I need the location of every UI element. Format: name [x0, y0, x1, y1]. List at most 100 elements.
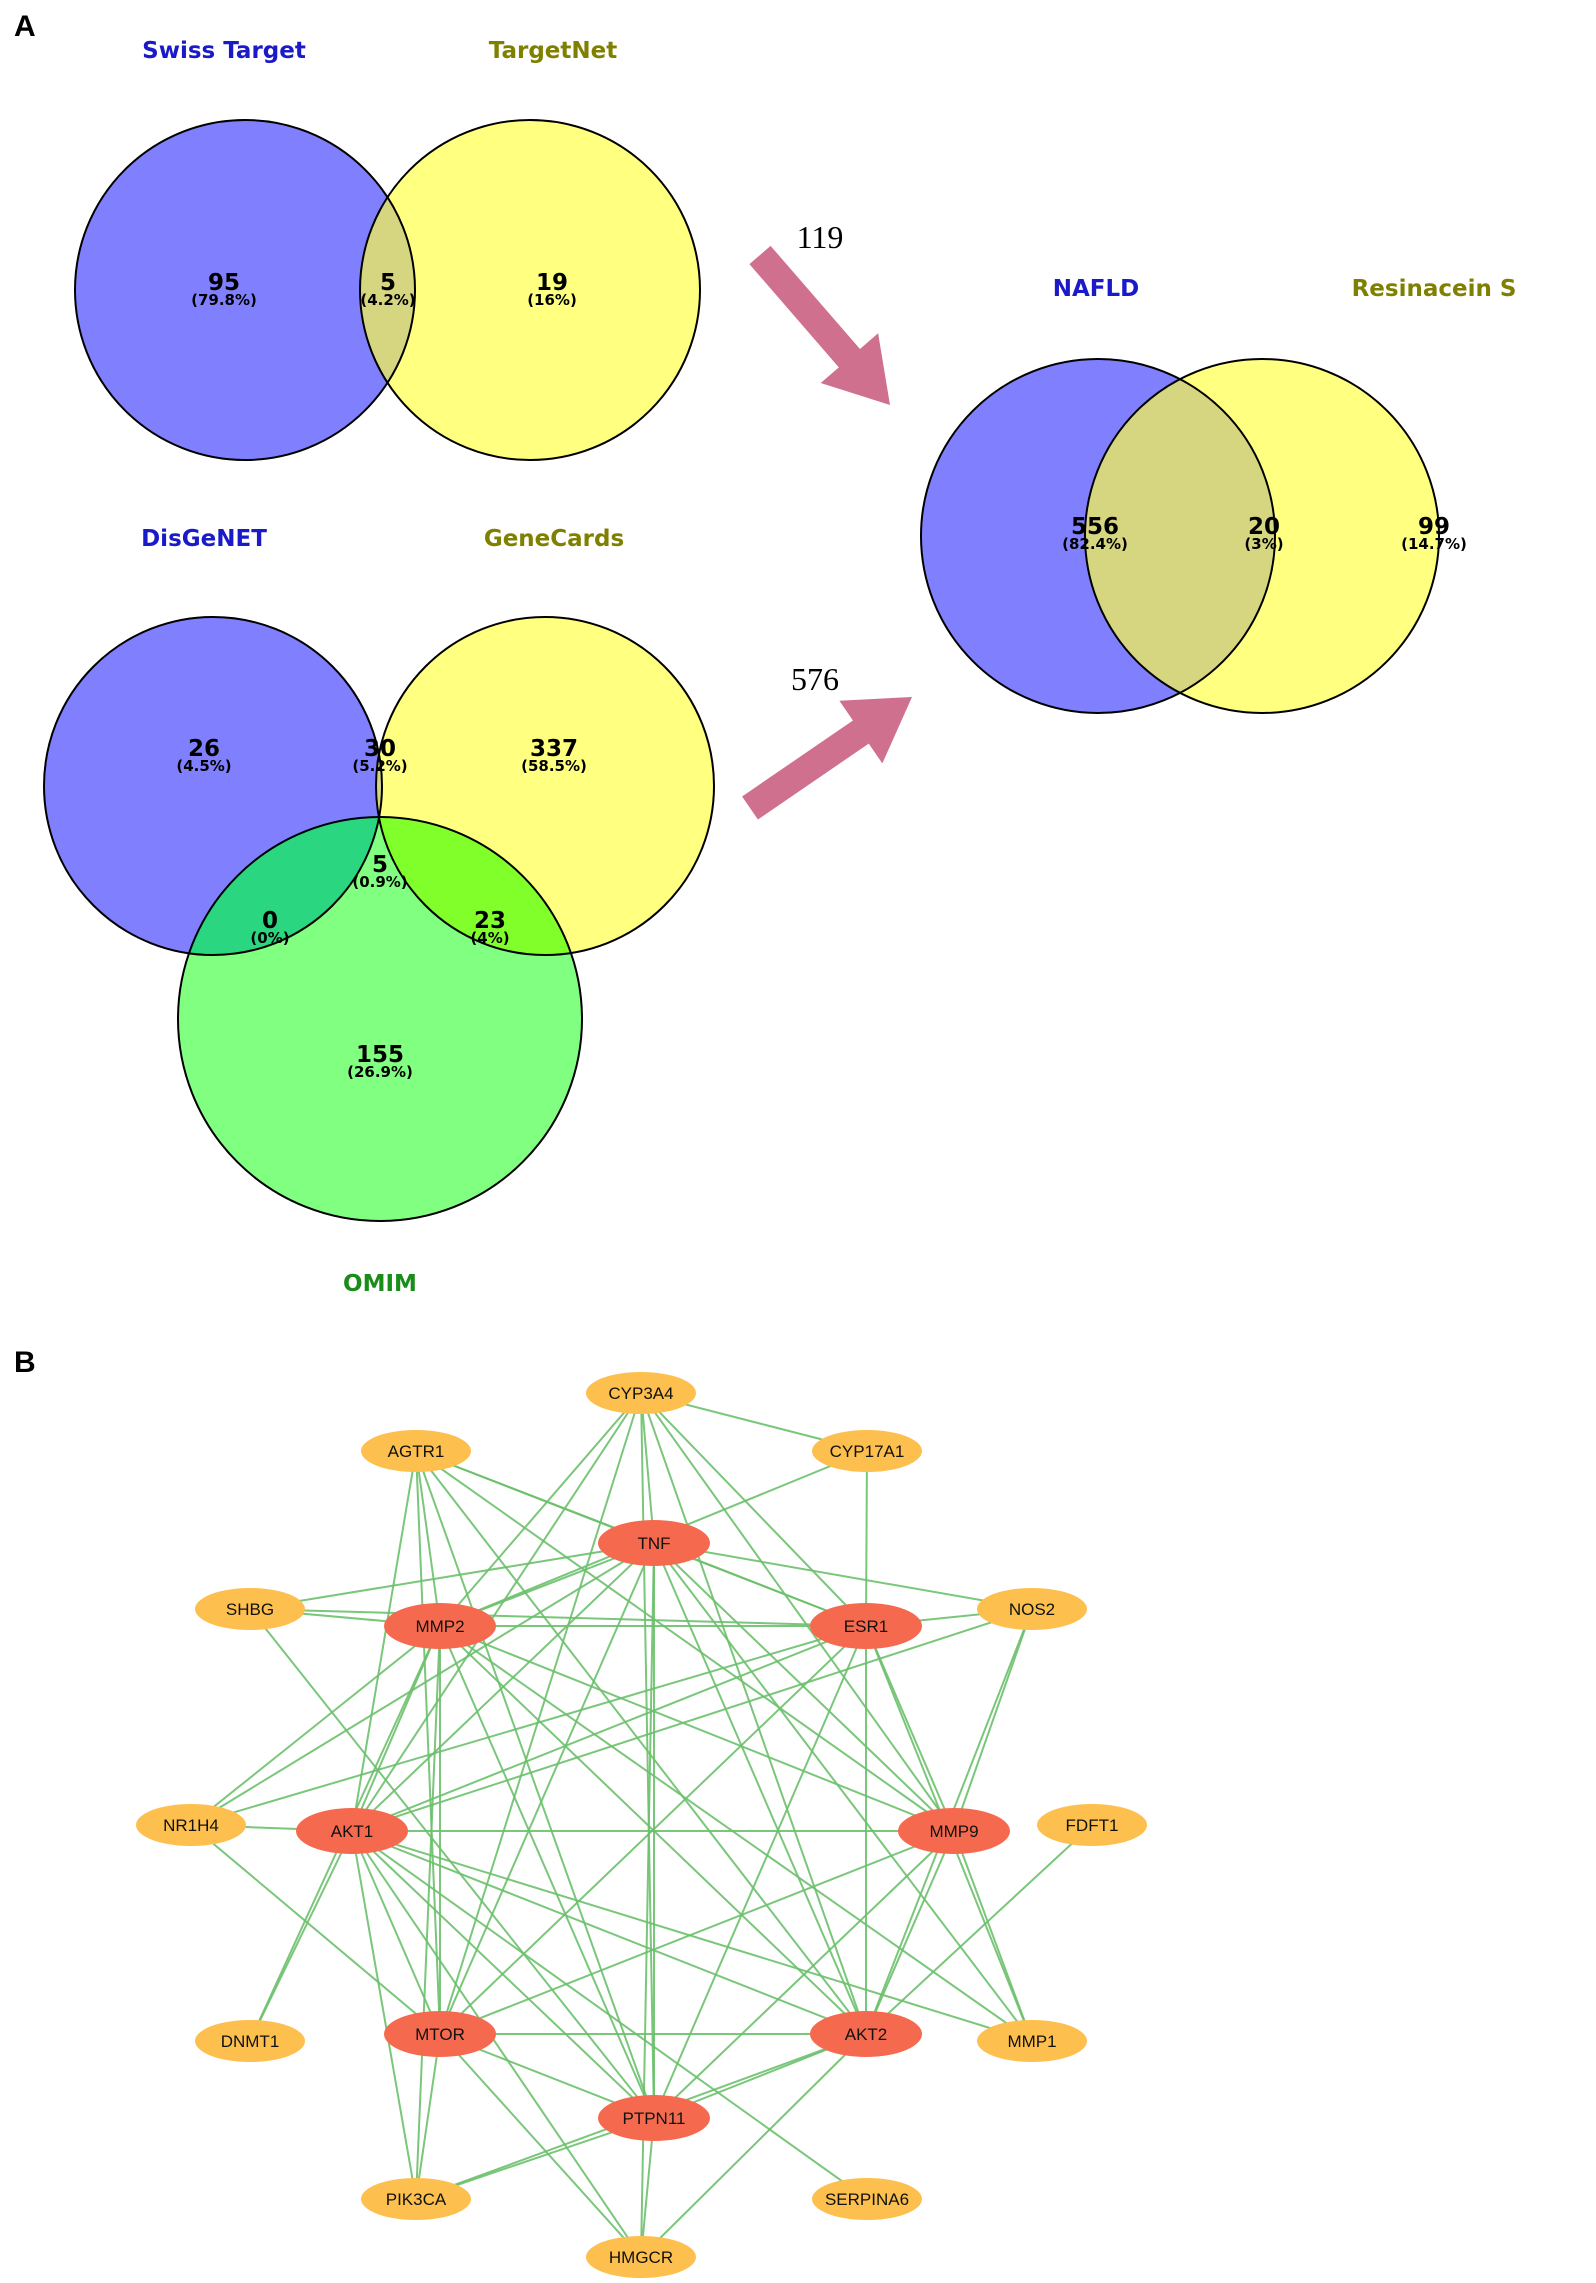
network-edge — [351, 1450, 417, 1832]
network-edge — [439, 1392, 642, 1627]
network-edge — [415, 1450, 867, 2035]
venn3-set-a-title: NAFLD — [1053, 276, 1140, 302]
node-tnf[interactable] — [598, 1520, 710, 1566]
node-pik3ca[interactable] — [361, 2178, 471, 2220]
node-label: TNF — [637, 1534, 670, 1553]
venn1-circle-a — [75, 120, 415, 460]
node-serpina6[interactable] — [812, 2178, 922, 2220]
node-nr1h4[interactable] — [136, 1804, 246, 1846]
node-hmgcr[interactable] — [586, 2236, 696, 2278]
venn2-ac-count: 0 — [262, 908, 278, 934]
venn2-b-only-count: 337 — [530, 736, 578, 762]
network-edge — [640, 1392, 867, 1627]
venn1-set-a-title: Swiss Target — [142, 38, 306, 64]
venn1-set-b-title: TargetNet — [489, 38, 618, 64]
node-nos2[interactable] — [977, 1588, 1087, 1630]
venn2-set-a-title: DisGeNET — [141, 526, 267, 552]
network-edge — [415, 1450, 441, 2035]
venn2-a-only-count: 26 — [188, 736, 220, 762]
network-edge — [640, 1542, 655, 2258]
network-edges — [190, 1392, 1093, 2258]
network-edge — [953, 1608, 1033, 1832]
node-mtor[interactable] — [384, 2011, 496, 2057]
venn2-set-c-title: OMIM — [343, 1271, 417, 1297]
venn3-a-only-count: 556 — [1071, 514, 1119, 540]
network-edge — [439, 1542, 655, 2035]
node-dnmt1[interactable] — [195, 2020, 305, 2062]
network-edge — [653, 1542, 867, 2035]
network-edge — [640, 1392, 655, 2119]
network-edge — [351, 1392, 642, 1832]
network-edge — [415, 2033, 441, 2200]
node-mmp1[interactable] — [977, 2020, 1087, 2062]
network-edge — [351, 1608, 1033, 1832]
arrow-top — [749, 245, 890, 405]
network-edge — [351, 1625, 441, 1832]
venn2-shapes — [43, 616, 715, 1222]
network-edge — [640, 2033, 867, 2258]
venn2-abc-pct: (0.9%) — [352, 873, 407, 891]
network-edge — [351, 1830, 1033, 2042]
node-cyp17a1[interactable] — [812, 1430, 922, 1472]
node-label: FDFT1 — [1066, 1816, 1119, 1835]
network-edge — [249, 1608, 867, 1627]
network-edge — [351, 1625, 867, 1832]
node-label: AKT1 — [331, 1822, 374, 1841]
network-edge — [415, 1450, 955, 1832]
network-edge — [351, 1830, 867, 2035]
venn2-ab-pct: (5.2%) — [352, 757, 407, 775]
node-label: HMGCR — [609, 2248, 673, 2267]
venn2-c-only-count: 155 — [356, 1042, 404, 1068]
node-agtr1[interactable] — [361, 1430, 471, 1472]
network-edge — [640, 1392, 867, 2035]
network-edge — [190, 1625, 441, 1826]
node-label: MMP2 — [415, 1617, 464, 1636]
network-edge — [439, 2033, 642, 2258]
node-label: CYP3A4 — [608, 1384, 673, 1403]
venn2-abc-count: 5 — [372, 852, 388, 878]
network-edge — [351, 1830, 441, 2035]
node-label: MMP1 — [1007, 2032, 1056, 2051]
network-edge — [190, 1625, 867, 1826]
network-edge — [351, 1830, 417, 2200]
panel-a-label: A — [14, 10, 36, 43]
node-label: ESR1 — [844, 1617, 888, 1636]
panel-b-label: B — [14, 1346, 36, 1379]
venn-diagram-2: DisGeNET GeneCards OMIM 26(4.5%)30(5.2%)… — [43, 526, 715, 1297]
venn2-ac-pct: (0%) — [250, 929, 289, 947]
network-edge — [640, 2117, 655, 2258]
network-edge — [653, 1542, 1033, 1610]
network-edge — [439, 1625, 1033, 2042]
node-mmp2[interactable] — [384, 1603, 496, 1649]
arrow-bottom — [742, 697, 912, 820]
node-fdft1[interactable] — [1037, 1804, 1147, 1846]
network-edge — [640, 1392, 955, 1832]
venn1-ab-count: 5 — [380, 270, 396, 296]
node-label: CYP17A1 — [830, 1442, 905, 1461]
arrow-bottom-label: 576 — [791, 661, 839, 697]
node-ptpn11[interactable] — [598, 2095, 710, 2141]
venn3-ab-count: 20 — [1248, 514, 1280, 540]
node-cyp3a4[interactable] — [586, 1372, 696, 1414]
network-edge — [865, 1450, 868, 1627]
network-edge — [249, 1542, 655, 1610]
venn2-overlap-bc — [376, 817, 582, 955]
venn2-bc-pct: (4%) — [470, 929, 509, 947]
venn1-a-only-pct: (79.8%) — [191, 291, 257, 309]
venn2-ab-count: 30 — [364, 736, 396, 762]
node-shbg[interactable] — [195, 1588, 305, 1630]
node-akt1[interactable] — [296, 1808, 408, 1854]
venn2-overlap-ac — [178, 817, 382, 955]
node-akt2[interactable] — [810, 2011, 922, 2057]
node-label: PIK3CA — [386, 2190, 447, 2209]
venn3-set-b-title: Resinacein S — [1352, 276, 1517, 302]
node-esr1[interactable] — [810, 1603, 922, 1649]
venn1-b-only-count: 19 — [536, 270, 568, 296]
node-label: MTOR — [415, 2025, 465, 2044]
node-label: SERPINA6 — [825, 2190, 909, 2209]
network-edge — [653, 1830, 955, 2119]
venn3-overlap-ab — [1085, 359, 1275, 713]
node-mmp9[interactable] — [898, 1808, 1010, 1854]
